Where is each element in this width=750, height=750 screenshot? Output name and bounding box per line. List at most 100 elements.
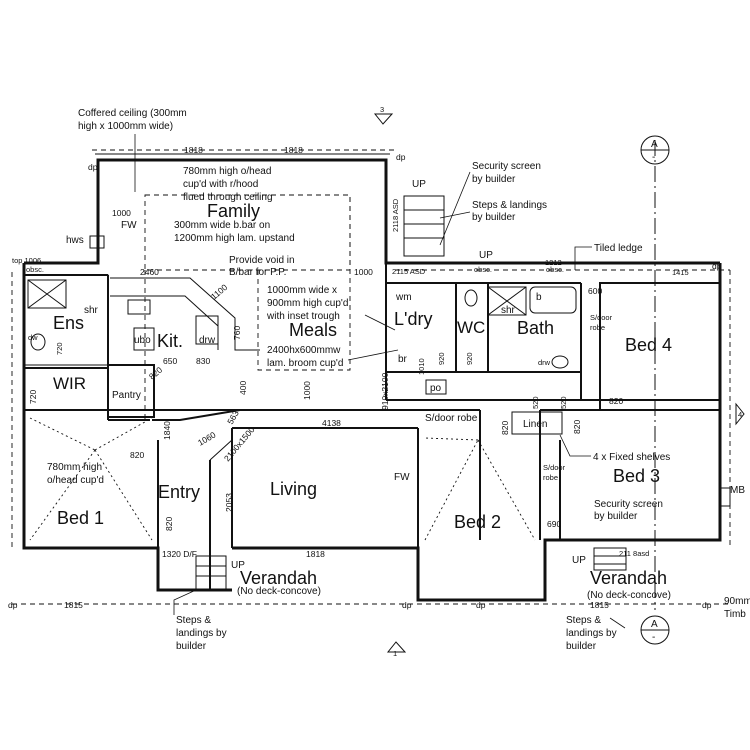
room-label-ldry: L'dry <box>394 309 432 329</box>
dim-830: 830 <box>196 356 210 366</box>
dim-1840: 1840 <box>162 421 172 440</box>
note-security-top-2: by builder <box>472 174 516 185</box>
note-bed1-cupd-2: o/head cup'd <box>47 475 104 486</box>
note-broom-1: 2400hx600mmw <box>267 345 341 356</box>
dim-1818-c: 1818 <box>306 549 325 559</box>
marker-elev-4: 4 <box>738 410 742 419</box>
dim-820-bed4: 820 <box>609 396 623 406</box>
note-trough-1: 1000mm wide x <box>267 285 337 296</box>
dim-1010: 1010 <box>417 358 426 375</box>
label-obsc-m: obsc. <box>474 265 492 274</box>
label-dp-4: dp <box>8 600 18 610</box>
label-drw-kit: drw <box>199 335 216 346</box>
label-dp-7: dp <box>702 600 712 610</box>
dim-1815-r: 1815 <box>590 600 609 610</box>
note-void-1: Provide void in <box>229 255 295 266</box>
note-steps-left-1: Steps & <box>176 615 211 626</box>
dim-400: 400 <box>238 381 248 395</box>
label-ubo: ubo <box>134 335 151 346</box>
label-po: po <box>430 383 442 394</box>
note-steps-top-2: by builder <box>472 212 516 223</box>
room-label-pantry: Pantry <box>112 390 141 401</box>
label-shr-bath: shr <box>501 305 516 316</box>
dim-760: 760 <box>232 326 242 340</box>
note-bbar-1: 300mm wide b.bar on <box>174 220 270 231</box>
note-broom-2: lam. broom cup'd <box>267 358 343 369</box>
dim-820-entry: 820 <box>130 450 144 460</box>
dim-1320: 1320 D/F <box>162 549 197 559</box>
label-dp-5: dp <box>402 600 412 610</box>
dim-2053: 2053 <box>224 493 234 512</box>
note-trough-2: 900mm high cup'd <box>267 298 348 309</box>
dim-211: 211 8asd <box>619 549 649 558</box>
label-shr-ens: shr <box>84 305 99 316</box>
label-dp-1: dp <box>88 162 98 172</box>
room-label-verandah-right-sub: (No deck-concove) <box>587 590 671 601</box>
room-label-kit: Kit. <box>157 331 183 351</box>
label-b: b <box>536 292 542 303</box>
label-dp-3: dp <box>712 261 722 271</box>
note-timber-2: Timb <box>724 609 746 620</box>
label-top-obsc-l: top 1006 <box>12 256 41 265</box>
room-labels: Family Meals Kit. Ens WIR Pantry Entry L… <box>53 201 672 601</box>
dim-4138: 4138 <box>322 418 341 428</box>
dim-600: 600 <box>588 286 602 296</box>
dim-1818-b: 1818 <box>284 145 303 155</box>
dim-1818-a: 1818 <box>184 145 203 155</box>
note-timber-1: 90mm <box>724 596 750 607</box>
marker-elev-3: 3 <box>380 105 384 114</box>
note-void-2: B/bar for P.P. <box>229 267 286 278</box>
dim-1212: 1212 <box>545 258 562 267</box>
dim-1060: 1060 <box>196 429 218 447</box>
label-fw-living: FW <box>394 472 410 483</box>
label-hws: hws <box>66 235 84 246</box>
room-label-verandah-right: Verandah <box>590 568 667 588</box>
label-dp-6: dp <box>476 600 486 610</box>
room-label-bed3: Bed 3 <box>613 466 660 486</box>
dim-820-bed2: 820 <box>500 421 510 435</box>
marker-a-top: A <box>651 139 658 150</box>
note-bbar-2: 1200mm high lam. upstand <box>174 233 295 244</box>
room-label-wir: WIR <box>53 374 86 393</box>
note-security-bed3-1: Security screen <box>594 499 663 510</box>
room-label-linen: Linen <box>523 419 547 430</box>
label-sdoor-bed4: S/door <box>590 313 613 322</box>
room-label-family: Family <box>207 201 260 221</box>
markers: A - A - 3 1 4 <box>373 105 745 658</box>
label-drw-bath: drw <box>538 358 551 367</box>
room-label-bed4: Bed 4 <box>625 335 672 355</box>
walls <box>22 158 722 602</box>
note-bed1-cupd-1: 780mm high <box>47 462 102 473</box>
room-label-verandah-left: Verandah <box>240 568 317 588</box>
room-label-entry: Entry <box>158 482 200 502</box>
note-trough-3: with inset trough <box>266 311 340 322</box>
dim-720-l: 720 <box>55 342 64 355</box>
room-label-verandah-left-sub: (No deck-concove) <box>237 586 321 597</box>
note-steps-left-3: builder <box>176 641 207 652</box>
note-cupd-1: 780mm high o/head <box>183 166 271 177</box>
note-security-top-1: Security screen <box>472 161 541 172</box>
dim-650: 650 <box>163 356 177 366</box>
dim-690: 690 <box>547 519 561 529</box>
dim-2118: 2118 ASD <box>391 198 400 232</box>
label-sdoor-robe: S/door robe <box>425 413 478 424</box>
label-robe-bed4: robe <box>590 323 605 332</box>
label-sdoor-bed3: S/door <box>543 463 566 472</box>
dim-1100: 1100 <box>209 282 230 302</box>
note-steps-left-2: landings by <box>176 628 227 639</box>
note-steps-right-3: builder <box>566 641 597 652</box>
label-br: br <box>398 354 408 365</box>
label-up-mid: UP <box>479 250 493 261</box>
dim-2460: 2460 <box>140 267 159 277</box>
label-dw: dw <box>28 333 38 342</box>
room-label-living: Living <box>270 479 317 499</box>
note-shelves: 4 x Fixed shelves <box>593 452 670 463</box>
dim-910x2100: 910x2100 <box>380 372 390 410</box>
room-label-bed2: Bed 2 <box>454 512 501 532</box>
label-up-top: UP <box>412 179 426 190</box>
label-obsc-l: obsc. <box>26 265 44 274</box>
label-robe-bed3: robe <box>543 473 558 482</box>
dim-720: 720 <box>28 390 38 404</box>
dim-920-b: 920 <box>465 352 474 365</box>
